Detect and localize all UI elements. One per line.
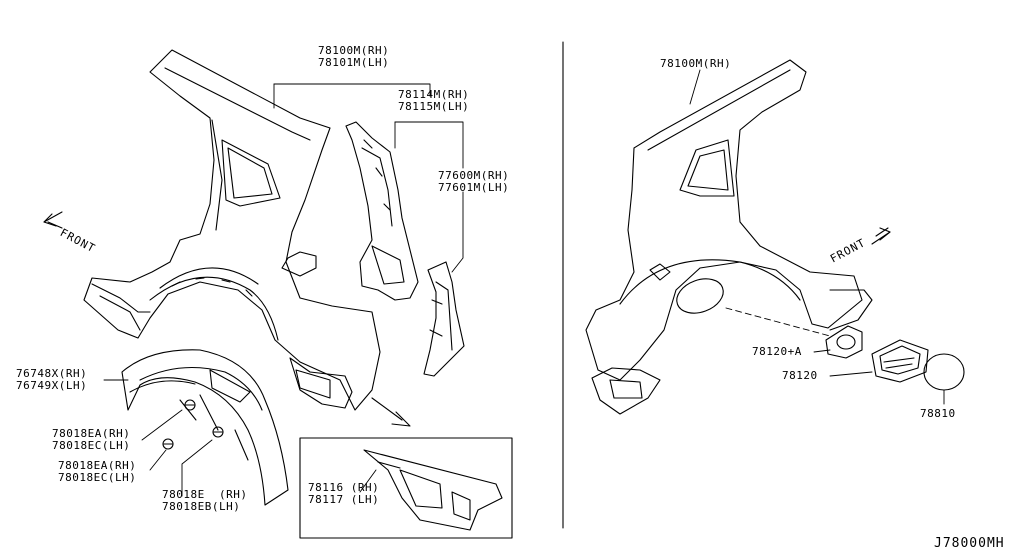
callout-78018ec-lh-a: 78018EC(LH)	[52, 439, 131, 452]
callout-78120-a: 78120+A	[752, 345, 802, 358]
callout-78018ea-rh-b: 78018EA(RH)	[58, 459, 137, 472]
front-arrow-left	[43, 211, 63, 229]
leader-lines-right	[689, 69, 945, 405]
fuel-lid-cap	[923, 353, 965, 391]
front-arrow-right	[871, 227, 891, 245]
fastener-clips	[162, 399, 224, 450]
callout-78117-lh: 78117 (LH)	[308, 493, 380, 506]
callout-78116-rh: 78116 (RH)	[308, 481, 380, 494]
fuel-opening	[676, 278, 724, 314]
callout-78018ec-lh-b: 78018EC(LH)	[58, 471, 137, 484]
callout-78115m-lh: 78115M(LH)	[398, 100, 470, 113]
callout-78018ea-rh-a: 78018EA(RH)	[52, 427, 131, 440]
callout-78100m-rh: 78100M(RH)	[318, 44, 390, 57]
detail-part-78116	[363, 449, 503, 531]
rear-fender-panel-right	[585, 59, 873, 415]
callout-78100m-rh-right: 78100M(RH)	[660, 57, 732, 70]
callout-78101m-lh: 78101M(LH)	[318, 56, 390, 69]
wheel-house-liner	[121, 349, 289, 506]
leader-lines-left	[103, 83, 464, 497]
callout-76748x-rh: 76748X(RH)	[16, 367, 88, 380]
callout-78120: 78120	[782, 369, 818, 382]
rear-fender-panel-left	[83, 49, 381, 411]
diagram-code: J78000MH	[934, 536, 1005, 551]
pillar-extension	[423, 261, 465, 377]
callout-78018eb-lh: 78018EB(LH)	[162, 500, 241, 513]
callout-78114m-rh: 78114M(RH)	[398, 88, 470, 101]
fuel-lid-base	[825, 325, 863, 359]
detail-box	[299, 437, 513, 539]
detail-arrow	[371, 397, 411, 427]
callout-78810: 78810	[920, 407, 956, 420]
fuel-lid-housing	[871, 339, 929, 383]
callout-77601m-lh: 77601M(LH)	[438, 181, 510, 194]
callout-77600m-rh: 77600M(RH)	[438, 169, 510, 182]
callout-78018e-rh: 78018E (RH)	[162, 488, 248, 501]
inner-reinforcement	[345, 121, 419, 301]
callout-76749x-lh: 76749X(LH)	[16, 379, 88, 392]
